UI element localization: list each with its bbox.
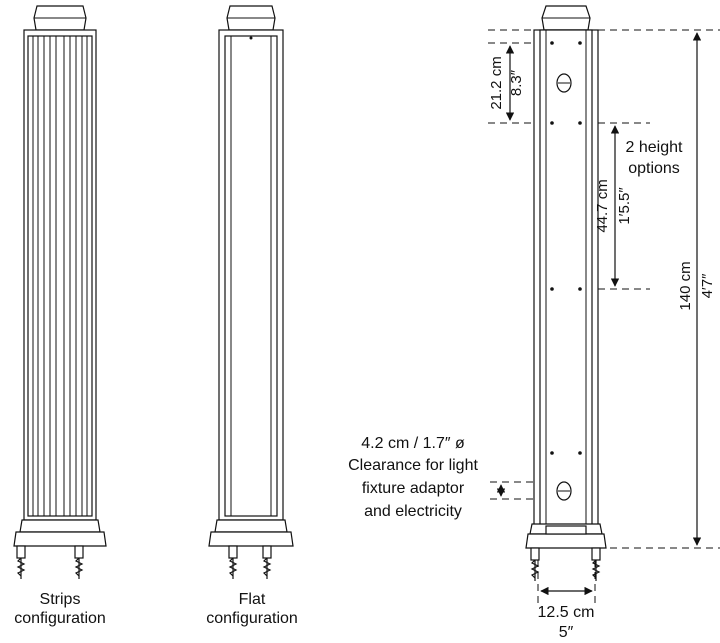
height-option-metric-label: 44.7 cm: [594, 179, 611, 232]
width-imperial-label: 5″: [559, 624, 574, 641]
strips-caption-line1: Strips: [40, 591, 81, 608]
height-options-line1: 2 height: [626, 139, 683, 156]
fixing-holes: [550, 41, 582, 455]
clearance-note-line2: Clearance for light: [348, 457, 478, 474]
strips-caption-line2: configuration: [14, 610, 106, 627]
flat-caption-line1: Flat: [239, 591, 266, 608]
strips-anchors: [16, 545, 84, 579]
flat-anchors: [228, 545, 272, 579]
dimensioned-post: [525, 5, 607, 581]
total-height-metric-label: 140 cm: [677, 261, 694, 310]
clearance-note-line1: 4.2 cm / 1.7″ ø: [361, 435, 465, 452]
flat-caption-line2: configuration: [206, 610, 298, 627]
height-options-line2: options: [628, 160, 680, 177]
dimensioned-anchors: [530, 547, 601, 581]
height-option-imperial-label: 1′5.5″: [616, 187, 633, 225]
clearance-note: 4.2 cm / 1.7″ ø Clearance for light fixt…: [348, 435, 478, 520]
knockout-top: [556, 73, 572, 93]
flat-post: [208, 5, 294, 579]
clearance-note-line3: fixture adaptor: [362, 480, 465, 497]
top-gap-metric-label: 21.2 cm: [488, 56, 505, 109]
clearance-note-line4: and electricity: [364, 503, 462, 520]
top-gap-imperial-label: 8.3″: [508, 69, 525, 96]
width-metric-label: 12.5 cm: [538, 604, 595, 621]
reference-lines: [488, 29, 720, 606]
knockout-bottom: [556, 481, 572, 501]
strips-post: [13, 5, 107, 579]
total-height-imperial-label: 4′7″: [699, 273, 716, 298]
